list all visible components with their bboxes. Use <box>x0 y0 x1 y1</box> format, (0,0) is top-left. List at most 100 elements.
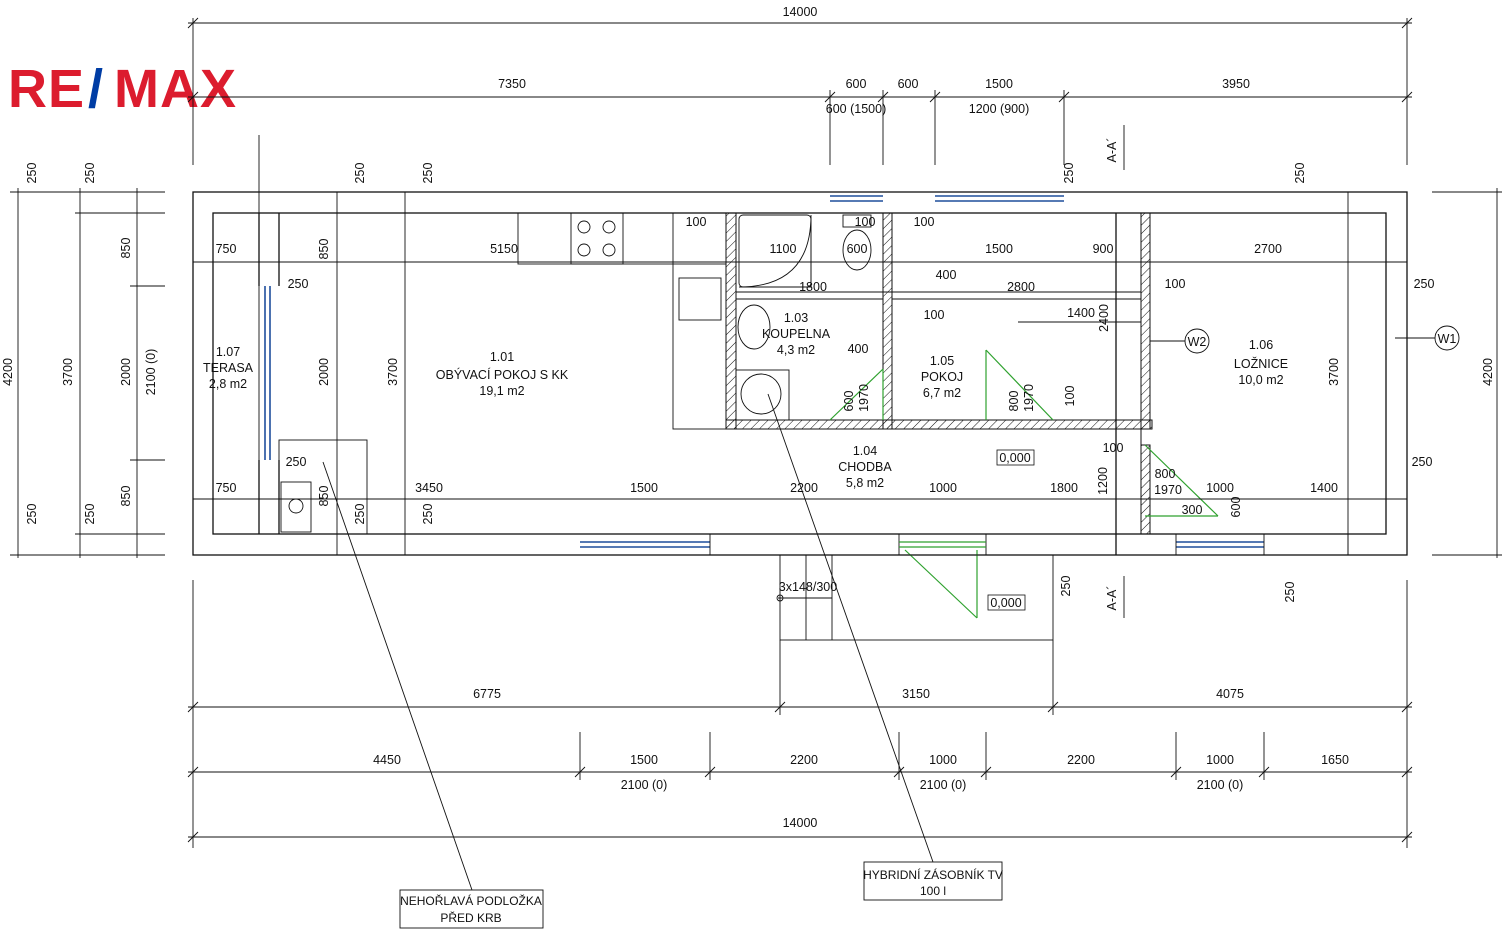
dim-top-sub-1: 600 (1500) <box>826 102 886 116</box>
entrance-stairs: 3x148/300 <box>776 554 1054 641</box>
dim-2400: 2400 <box>1097 304 1111 332</box>
dim-250-terrace-b: 250 <box>286 455 307 469</box>
note-fireplace-line1: NEHOŘLAVÁ PODLOŽKA <box>400 893 542 908</box>
dim-1970-c: 1970 <box>1154 483 1182 497</box>
dim-250-right-b: 250 <box>1412 455 1433 469</box>
dim-left-mid: 3700 <box>61 358 75 386</box>
boiler-icon <box>740 373 782 415</box>
note-boiler-line1: HYBRIDNÍ ZÁSOBNÍK TV <box>863 867 1003 882</box>
room-name: KOUPELNA <box>762 327 831 341</box>
dim-100-c: 100 <box>914 215 935 229</box>
dim-800-a: 800 <box>1007 391 1021 412</box>
dim-1800-a: 1800 <box>799 280 827 294</box>
level-markers: 0,000 0,000 <box>987 449 1035 611</box>
sink-icon <box>678 277 722 321</box>
dim-2200-a: 2200 <box>790 481 818 495</box>
room-code: 1.05 <box>930 354 954 368</box>
room-code: 1.07 <box>216 345 240 359</box>
level-entrance: 0,000 <box>990 596 1021 610</box>
dim-bot2-e: 2200 <box>1067 753 1095 767</box>
remax-logo: RE / MAX <box>8 59 237 119</box>
dim-1970-b: 1970 <box>1022 384 1036 412</box>
dim-800-b: 800 <box>1155 467 1176 481</box>
dim-250-right-a: 250 <box>1414 277 1435 291</box>
logo-max: MAX <box>114 59 237 119</box>
wall-tag-w1: W1 <box>1438 332 1457 346</box>
note-boiler-line2: 100 l <box>920 884 946 898</box>
dim-250-top-c: 250 <box>1062 163 1076 184</box>
dim-left-250d: 250 <box>83 504 97 525</box>
dim-2700: 2700 <box>1254 242 1282 256</box>
dim-2800: 2800 <box>1007 280 1035 294</box>
dim-top-1: 7350 <box>498 77 526 91</box>
boiler-tank <box>735 369 790 421</box>
dim-400-a: 400 <box>936 268 957 282</box>
dim-top-4: 1500 <box>985 77 1013 91</box>
dim-bot2-b: 1500 <box>630 753 658 767</box>
room-1-07: 1.07 TERASA 2,8 m2 <box>203 345 254 391</box>
dim-bot1-a: 6775 <box>473 687 501 701</box>
building-walls <box>192 191 1408 556</box>
dim-250-bot-c: 250 <box>1059 576 1073 597</box>
dim-bot2-g: 1650 <box>1321 753 1349 767</box>
room-code: 1.03 <box>784 311 808 325</box>
dim-left-inner-sub: 2100 (0) <box>144 349 158 396</box>
dim-750-top: 750 <box>216 242 237 256</box>
room-name: LOŽNICE <box>1234 356 1288 371</box>
room-area: 4,3 m2 <box>777 343 815 357</box>
dim-250-bot-b: 250 <box>421 504 435 525</box>
dim-100-d: 100 <box>1165 277 1186 291</box>
room-code: 1.04 <box>853 444 877 458</box>
dim-900: 900 <box>1093 242 1114 256</box>
dim-250-bot-d: 250 <box>1283 582 1297 603</box>
callouts: NEHOŘLAVÁ PODLOŽKA PŘED KRB HYBRIDNÍ ZÁS… <box>322 393 1003 929</box>
room-1-01: 1.01 OBÝVACÍ POKOJ S KK 19,1 m2 <box>436 350 569 398</box>
interior-dimension-lines <box>193 135 1407 555</box>
logo-slash: / <box>88 59 104 119</box>
dim-250-top-b: 250 <box>421 163 435 184</box>
dim-left-250c: 250 <box>25 504 39 525</box>
section-mark-bottom: A-A´ <box>1105 586 1119 611</box>
dim-2000-int: 2000 <box>317 358 331 386</box>
dim-top-5: 3950 <box>1222 77 1250 91</box>
dim-100-e: 100 <box>924 308 945 322</box>
section-marks: A-A´ A-A´ W1 W2 <box>1105 125 1460 618</box>
dim-850-int-a: 850 <box>317 239 331 260</box>
dim-250-terrace-a: 250 <box>288 277 309 291</box>
dim-3700-int-a: 3700 <box>386 358 400 386</box>
room-code: 1.01 <box>490 350 514 364</box>
note-boiler-box <box>863 861 1003 901</box>
dim-250-top-d: 250 <box>1293 163 1307 184</box>
dim-top-total: 14000 <box>783 5 818 19</box>
dim-top-3: 600 <box>898 77 919 91</box>
wall-tag-w1-circle <box>1434 325 1460 351</box>
dim-bot2-a: 4450 <box>373 753 401 767</box>
dim-bot1-b: 3150 <box>902 687 930 701</box>
bottom-dimensions: 6775 3150 4075 4450 1500 2200 1000 2200 … <box>187 580 1413 848</box>
dim-top-sub-2: 1200 (900) <box>969 102 1029 116</box>
dim-1500-a: 1500 <box>985 242 1013 256</box>
dim-1100: 1100 <box>770 242 797 256</box>
dim-1200: 1200 <box>1096 467 1110 495</box>
section-mark-top: A-A´ <box>1105 138 1119 163</box>
dim-bot-sub-c: 2100 (0) <box>1197 778 1244 792</box>
dim-100-f: 100 <box>1063 386 1077 407</box>
toilet-icon <box>842 229 872 271</box>
dim-600-b: 600 <box>842 391 856 412</box>
top-dimensions: 14000 7350 600 600 1500 3950 600 (1500) … <box>187 5 1413 165</box>
cooktop <box>570 212 624 265</box>
dim-top-2: 600 <box>846 77 867 91</box>
dim-bot1-c: 4075 <box>1216 687 1244 701</box>
dim-1000-a: 1000 <box>1206 481 1234 495</box>
dim-1970-a: 1970 <box>857 384 871 412</box>
dim-bot2-d: 1000 <box>929 753 957 767</box>
room-area: 19,1 m2 <box>479 384 524 398</box>
dim-3450: 3450 <box>415 481 443 495</box>
room-name: POKOJ <box>921 370 963 384</box>
note-fireplace-box <box>399 889 544 929</box>
room-1-04: 1.04 CHODBA 5,8 m2 <box>838 444 892 490</box>
stairs-label: 3x148/300 <box>779 580 837 594</box>
dim-bot2-f: 1000 <box>1206 753 1234 767</box>
dim-300: 300 <box>1182 503 1203 517</box>
